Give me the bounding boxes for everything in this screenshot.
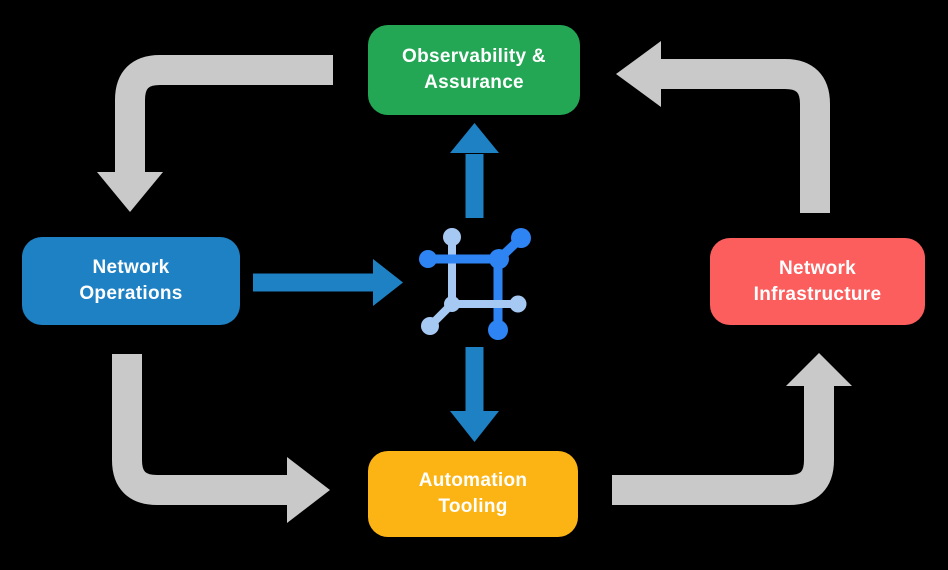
node-label-line2: Operations: [79, 283, 183, 304]
flow-arrow-operations-to-hub: [253, 259, 403, 306]
node-network-operations: Network Operations: [22, 237, 240, 325]
node-label-line1: Network: [92, 257, 170, 278]
node-label-line1: Network: [778, 257, 857, 279]
node-network-infrastructure: Network Infrastructure: [710, 238, 925, 325]
node-automation-tooling: Automation Tooling: [368, 451, 578, 537]
network-hub-icon: [419, 228, 531, 340]
flow-arrow-hub-to-observability: [450, 123, 499, 218]
flow-arrow-hub-to-automation: [450, 347, 499, 442]
cycle-arrow-automation-to-infrastructure: [612, 353, 852, 505]
node-label-line1: Observability &: [402, 46, 546, 67]
cycle-arrow-operations-to-automation: [112, 354, 330, 523]
node-label-line2: Infrastructure: [753, 283, 882, 305]
cycle-arrow-observability-to-operations: [97, 55, 333, 212]
hub-icon-light-left-edge: [443, 228, 461, 308]
hub-icon-dark-top-edge: [419, 228, 531, 340]
hub-icon-light-bottom-edge: [421, 295, 527, 335]
node-label-line2: Assurance: [424, 72, 524, 93]
node-label-line2: Tooling: [438, 496, 508, 517]
node-label-line1: Automation: [418, 470, 528, 491]
cycle-arrow-infrastructure-to-observability: [616, 41, 830, 213]
node-observability-assurance: Observability & Assurance: [368, 25, 580, 115]
